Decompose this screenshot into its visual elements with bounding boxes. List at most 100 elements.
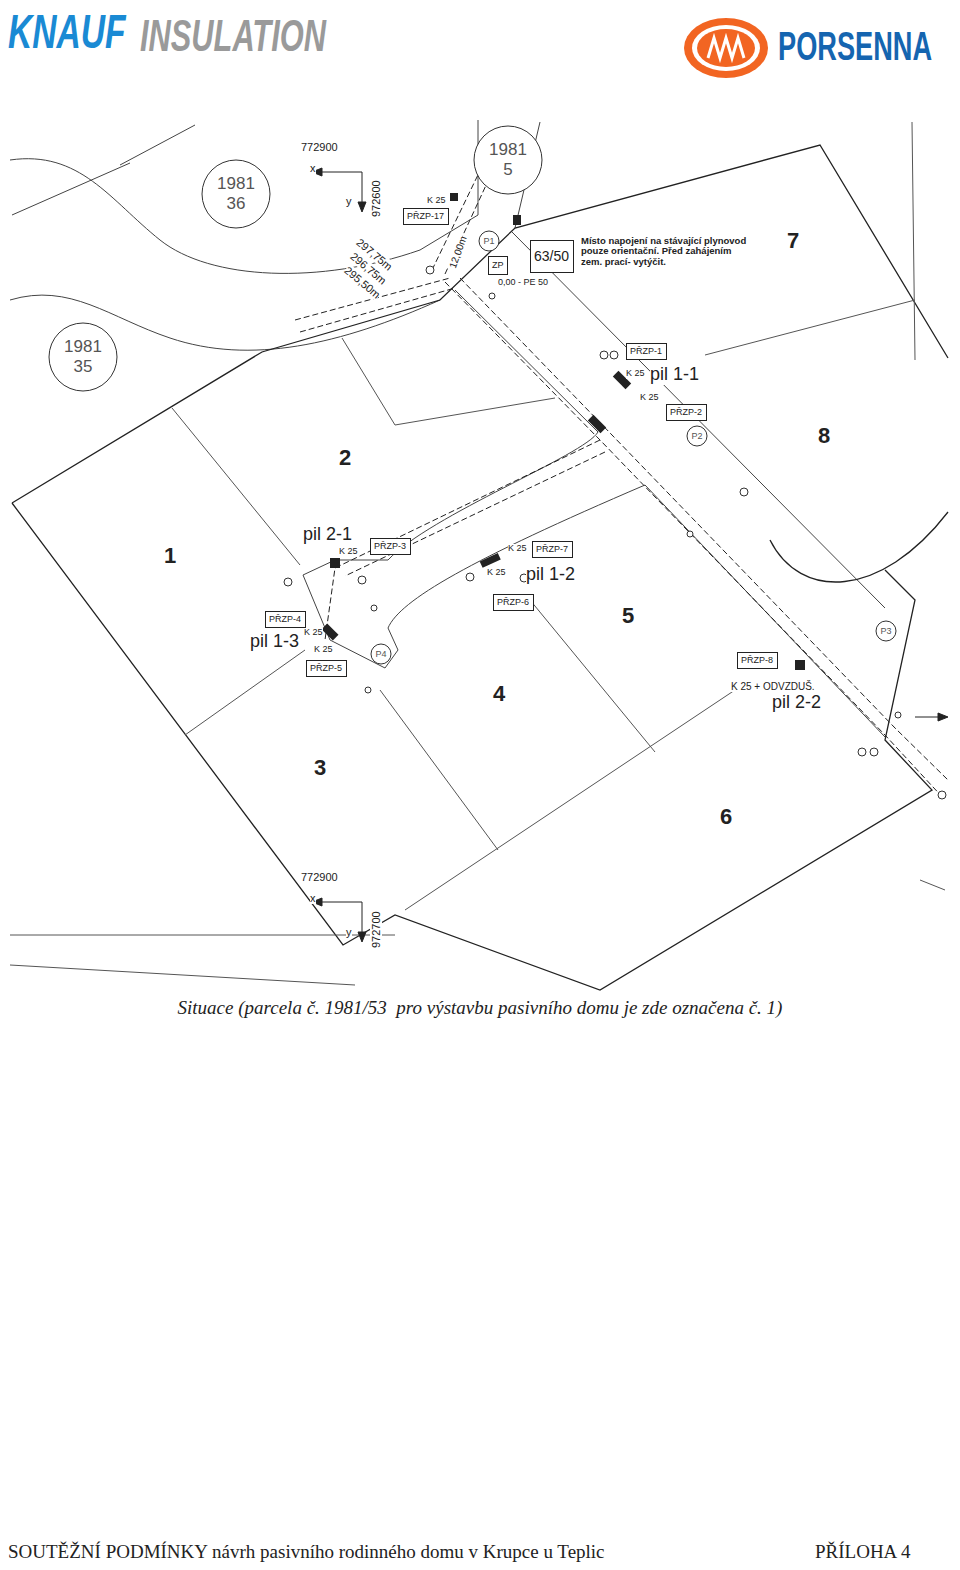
valve-symbols-part: [740, 488, 748, 496]
node-label: PŘZP-4: [269, 614, 302, 624]
valve-symbols-part: [687, 531, 693, 537]
fitting-symbols-part: [480, 553, 501, 568]
porsenna-logo-mark: [684, 18, 768, 78]
circle-outline-shape: [687, 426, 707, 446]
porsenna-logo-mark-part: [692, 25, 760, 71]
parcel-lines-part: [10, 935, 395, 936]
parcel-lines-part: [530, 600, 655, 752]
fitting-symbols-part: [330, 558, 340, 568]
gas-pipeline-part: [460, 278, 948, 780]
node-label: PŘZP-5: [310, 663, 343, 673]
parcel-number: 5: [622, 604, 634, 628]
coordinate: 972600: [370, 180, 382, 217]
node-label: ZP: [492, 260, 504, 270]
fitting-label: K 25: [640, 393, 659, 403]
parcel-number: 4: [493, 682, 505, 706]
figure-caption: Situace (parcela č. 1981/53 pro výstavbu…: [0, 998, 960, 1019]
pile-label: pil 1-3: [250, 632, 299, 652]
node-label: PŘZP-1: [630, 346, 663, 356]
parcel-boundaries: [12, 145, 948, 990]
node-label: P1: [483, 236, 494, 246]
fitting-label: K 25 + ODVZDUŠ.: [731, 681, 815, 692]
logo-text: PORSENNA: [778, 24, 932, 68]
logo-text: KNAUF: [8, 6, 126, 59]
parcel-lines-part: [10, 965, 355, 985]
marker-box: ZP: [488, 256, 508, 275]
valve-symbols-part: [610, 351, 618, 359]
fitting-symbols-part: [588, 415, 606, 433]
fitting-label: K 25: [339, 547, 358, 557]
circle-outline-shape: [479, 231, 499, 251]
fitting-label: K 25: [626, 369, 645, 379]
valve-symbols-part: [466, 573, 474, 581]
fitting-symbols-part: [513, 215, 521, 225]
road-outline-part: [10, 159, 478, 274]
road-outline-part: [645, 485, 885, 737]
circle-outline-shape: [371, 644, 391, 664]
parcel-number: 6: [720, 805, 732, 829]
circle-outline-shape: [876, 621, 896, 641]
axis-label: x: [310, 892, 316, 904]
valve-symbols-part: [284, 578, 292, 586]
marker-box: PŘZP-8: [737, 652, 778, 669]
parcel-boundaries-part: [770, 512, 948, 582]
coordinate-arrows-part: [320, 902, 362, 938]
valve-symbols-part: [870, 748, 878, 756]
pile-label: pil 2-1: [303, 525, 352, 545]
fitting-symbols-part: [795, 660, 805, 670]
parcel-lines-part: [342, 338, 555, 425]
marker-box: PŘZP-1: [626, 343, 667, 360]
marker-box: PŘZP-7: [532, 541, 573, 558]
parcel-circle: 1981 35: [48, 322, 118, 392]
parcel-number: 1: [164, 544, 176, 568]
node-label: 1981 36: [214, 174, 258, 213]
marker-box: 63/50: [530, 240, 574, 273]
fitting-label: K 25: [304, 628, 323, 638]
fitting-symbols: [322, 193, 805, 670]
parcel-lines-part: [920, 880, 945, 890]
parcel-lines-part: [380, 690, 498, 850]
node-label: P2: [691, 431, 702, 441]
valve-symbols-part: [426, 266, 434, 274]
node-label: PŘZP-2: [670, 407, 703, 417]
valve-symbols-part: [365, 687, 371, 693]
parcel-boundaries-part: [12, 145, 948, 503]
road-outline-part: [512, 232, 885, 608]
fitting-label: K 25: [508, 544, 527, 554]
fitting-label: K 25: [487, 568, 506, 578]
fitting-label: K 25: [314, 645, 333, 655]
axis-label: y: [346, 926, 352, 938]
node-label: PŘZP-3: [374, 541, 407, 551]
logo-text: INSULATION: [140, 12, 326, 60]
valve-symbols-part: [858, 748, 866, 756]
parcel-circle: P4: [370, 643, 392, 665]
parcel-number: 2: [339, 446, 351, 470]
axis-label: x: [310, 162, 316, 174]
coordinate-arrows: [312, 168, 948, 942]
marker-box: PŘZP-4: [265, 611, 306, 628]
valve-symbols: [284, 266, 946, 799]
fitting-symbols-part: [322, 624, 339, 641]
parcel-boundaries-part: [12, 503, 932, 990]
coordinate-arrows-part: [915, 717, 940, 718]
axis-label: y: [346, 195, 352, 207]
footer-text: SOUTĚŽNÍ PODMÍNKY návrh pasivního rodinn…: [8, 1542, 605, 1563]
valve-symbols-part: [371, 605, 377, 611]
parcel-lines-part: [912, 122, 915, 360]
road-outline-part: [455, 290, 598, 432]
parcel-circle: 1981 5: [473, 125, 543, 195]
node-label: PŘZP-17: [407, 211, 445, 221]
pile-label: pil 2-2: [772, 693, 821, 713]
node-label: PŘZP-8: [741, 655, 774, 665]
road-outline-part: [303, 432, 645, 668]
coordinate-arrows-part: [358, 202, 366, 212]
parcel-number: 7: [787, 229, 799, 253]
pipe-label: 0,00 - PE 50: [498, 278, 548, 288]
parcel-number: 3: [314, 756, 326, 780]
road-outline-part: [120, 125, 195, 165]
circle-outline-shape: [474, 126, 542, 194]
coordinate-arrows-part: [358, 932, 366, 942]
parcel-circle: 1981 36: [201, 159, 271, 229]
